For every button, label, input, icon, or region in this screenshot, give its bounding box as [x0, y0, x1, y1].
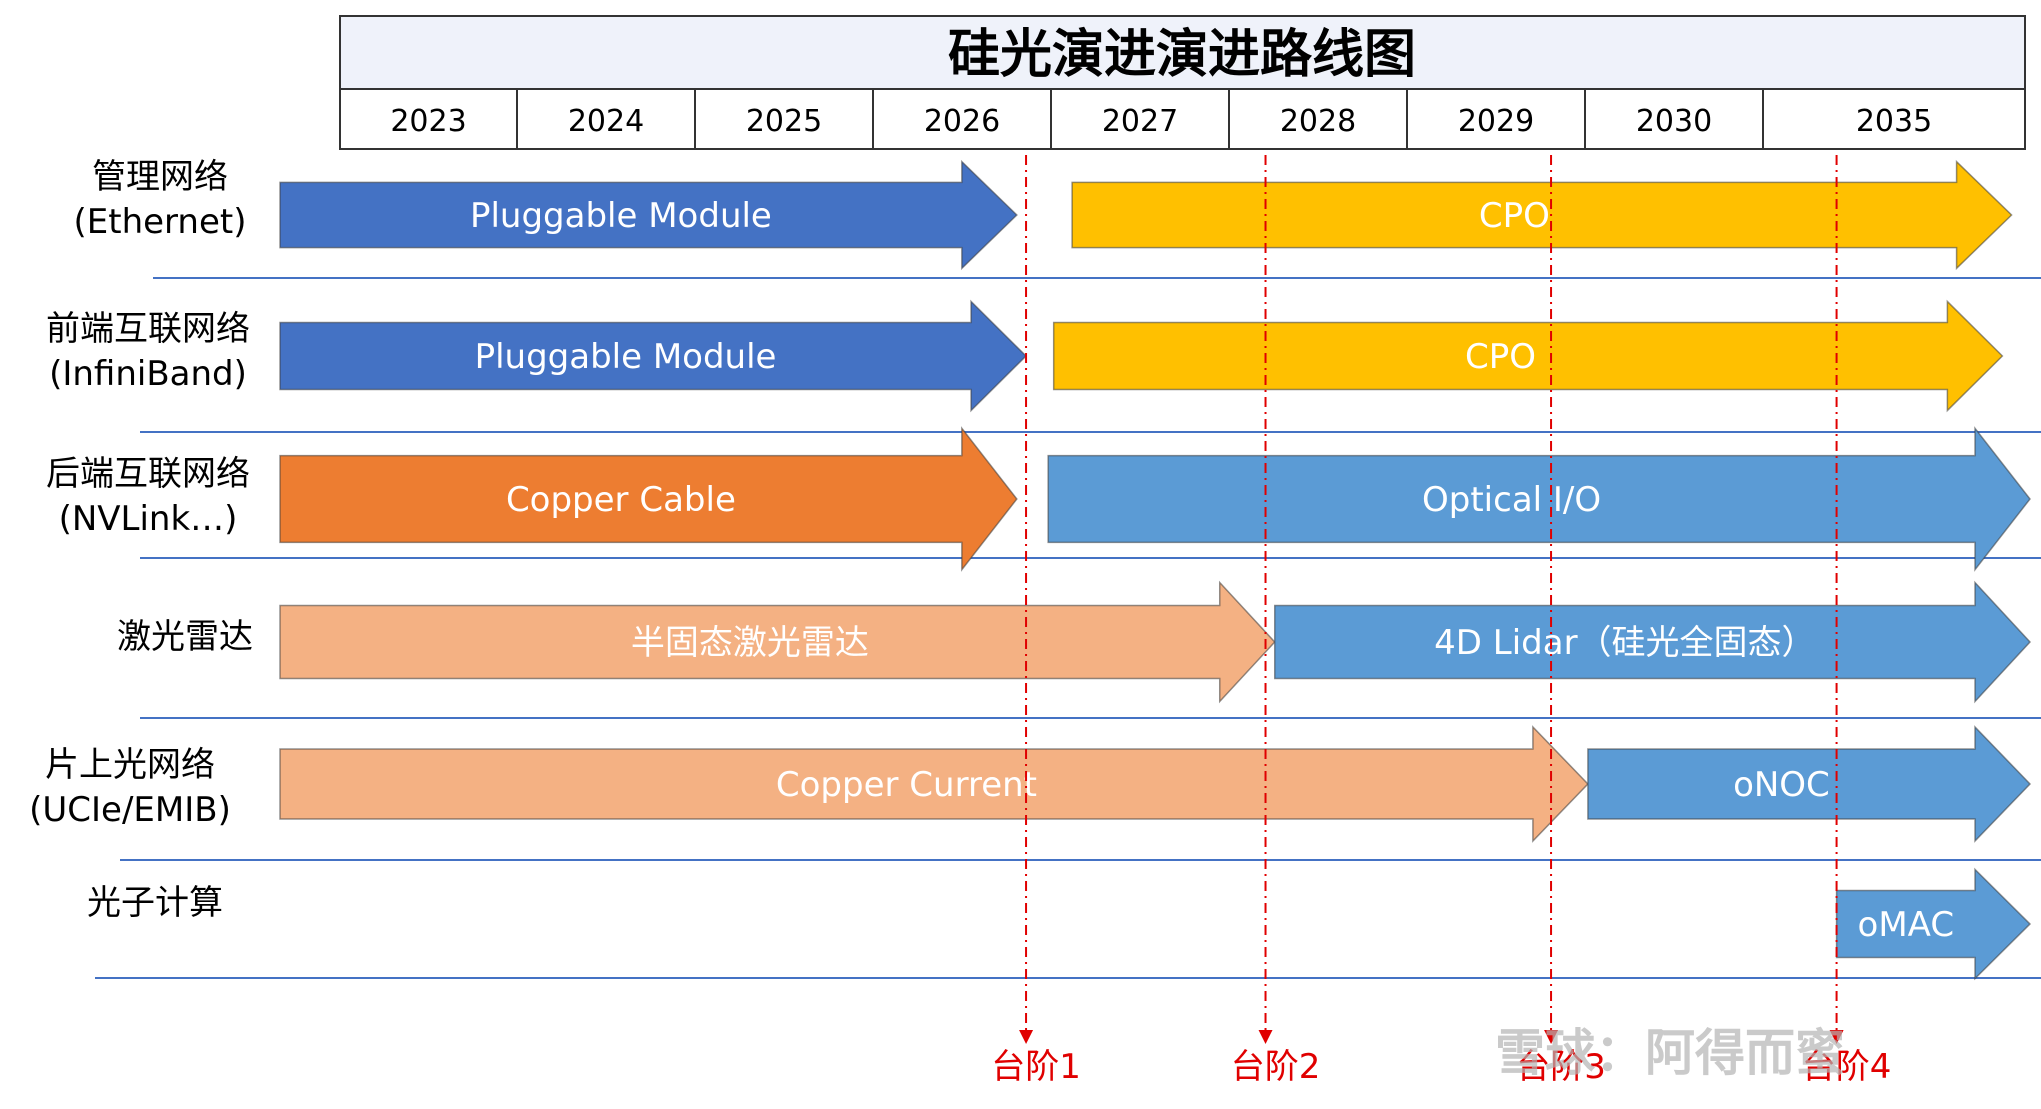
milestone-label: 台阶4: [1802, 1047, 1892, 1087]
arrow-label: CPO: [1479, 196, 1550, 236]
timeline-arrow: [279, 159, 1018, 271]
milestone-markers: 台阶1 台阶2 台阶3 台阶4: [991, 155, 1891, 1087]
year-label: 2023: [390, 104, 466, 139]
row-label: 前端互联网络: [46, 309, 250, 349]
year-header-row: 2023 2024 2025 2026 2027 2028 2029 2030 2035: [339, 88, 2026, 150]
arrow-label: Pluggable Module: [475, 337, 777, 377]
year-label: 2024: [568, 104, 644, 139]
watermark: 雪球：阿得而蜜: [1495, 1024, 1845, 1082]
year-cell: [339, 88, 518, 150]
year-label: 2030: [1636, 104, 1712, 139]
year-cell: [1762, 88, 2026, 150]
year-cell: [1584, 88, 1764, 150]
timeline-arrow: [279, 725, 1589, 843]
arrow-label: 4D Lidar（硅光全固态）: [1434, 623, 1815, 663]
row-label: (NVLink…): [59, 499, 238, 539]
year-label: 2028: [1280, 104, 1356, 139]
row-label: (InfiniBand): [49, 354, 247, 394]
year-label: 2027: [1102, 104, 1178, 139]
arrow-label: Copper Current: [776, 765, 1037, 805]
row-label: 后端互联网络: [46, 454, 250, 494]
timeline-arrow: [1587, 725, 2032, 843]
header-title-box: [339, 15, 2026, 90]
timeline-arrow: [1835, 867, 2032, 981]
milestone-arrowhead: [1019, 1030, 1034, 1044]
arrow-label: Pluggable Module: [470, 196, 772, 236]
milestone-label: 台阶2: [1231, 1047, 1321, 1087]
milestone-label: 台阶1: [991, 1047, 1081, 1087]
timeline-arrow: [279, 580, 1276, 704]
timeline-arrow: [1047, 426, 2031, 572]
arrow-label: oMAC: [1858, 905, 1955, 945]
year-cell: [516, 88, 696, 150]
chart-title: 硅光演进演进路线图: [948, 25, 1416, 85]
row-label: 管理网络: [92, 157, 228, 197]
timeline-arrow: [1071, 159, 2013, 271]
milestone-label: 台阶3: [1516, 1047, 1606, 1087]
row-labels: 管理网络 (Ethernet) 前端互联网络 (InfiniBand) 后端互联网络 (N…: [29, 157, 253, 923]
row-label: (Ethernet): [74, 202, 247, 242]
timeline-arrow: [279, 426, 1018, 572]
year-label: 2035: [1856, 104, 1932, 139]
year-cell: [1406, 88, 1586, 150]
year-label: 2029: [1458, 104, 1534, 139]
row-separators: [95, 277, 2041, 979]
year-label: 2026: [924, 104, 1000, 139]
arrow-label: 半固态激光雷达: [631, 623, 869, 663]
arrow-label: CPO: [1465, 337, 1536, 377]
timeline-arrow: [1273, 580, 2032, 704]
year-label: 2025: [746, 104, 822, 139]
milestone-arrowhead: [1544, 1030, 1559, 1044]
year-cell: [1050, 88, 1230, 150]
row-label: 片上光网络: [45, 745, 215, 785]
row-label: 激光雷达: [117, 617, 253, 657]
milestone-arrowhead: [1258, 1030, 1273, 1044]
timeline-arrow: [1052, 299, 2004, 413]
timeline-arrow: [279, 299, 1028, 413]
milestone-arrowhead: [1829, 1030, 1844, 1044]
row-label: (UCIe/EMIB): [29, 790, 231, 830]
year-cell: [1228, 88, 1408, 150]
year-cell: [872, 88, 1052, 150]
arrow-label: Optical I/O: [1422, 480, 1601, 520]
arrow-label: oNOC: [1733, 765, 1830, 805]
row-label: 光子计算: [87, 883, 223, 923]
arrow-label: Copper Cable: [506, 480, 736, 520]
